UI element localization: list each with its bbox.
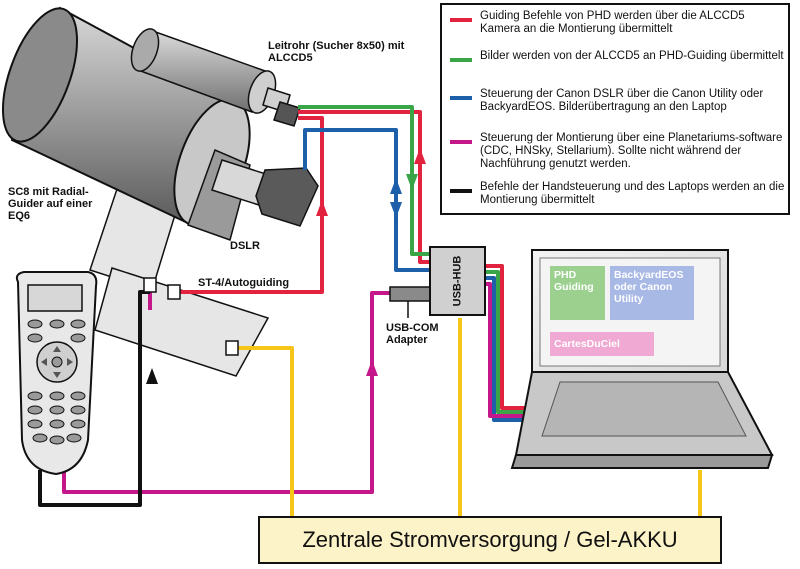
- legend-text-black: Befehle der Handsteuerung und des Laptop…: [480, 181, 785, 206]
- usb-com-label: USB-COM Adapter: [386, 322, 439, 346]
- mount-ports: [143, 277, 239, 356]
- red-arrow-icon: [414, 148, 426, 164]
- legend-swatch-blue: [450, 96, 472, 100]
- legend: Guiding Befehle von PHD werden über die …: [440, 3, 790, 215]
- guide-scope-label: Leitrohr (Sucher 8x50) mit ALCCD5: [268, 40, 405, 64]
- telescope-label: SC8 mit Radial-Guider auf einer EQ6: [8, 186, 93, 222]
- usb-hub: USB-HUB: [430, 247, 485, 315]
- legend-text-blue: Steuerung der Canon DSLR über die Canon …: [480, 88, 764, 113]
- st4-label: ST-4/Autoguiding: [198, 277, 290, 289]
- legend-swatch-magenta: [450, 140, 472, 144]
- green-arrow-icon: [406, 174, 418, 190]
- legend-swatch-black: [450, 189, 472, 193]
- hand-controller: [15, 271, 98, 476]
- usb-hub-box: [429, 246, 486, 316]
- app-backyard-eos: BackyardEOS oder Canon Utility: [610, 266, 694, 320]
- legend-text-red: Guiding Befehle von PHD werden über die …: [480, 10, 745, 35]
- usb-hub-label: USB-HUB: [451, 255, 464, 307]
- app-cartes-du-ciel: CartesDuCiel: [550, 332, 654, 356]
- dslr-camera: [211, 159, 319, 227]
- app-phd-guiding: PHD Guiding: [550, 266, 605, 320]
- magenta-arrow-icon: [366, 360, 378, 376]
- blue-arrow-down-icon: [390, 202, 402, 218]
- black-arrow-icon: [146, 368, 158, 384]
- legend-swatch-green: [450, 58, 472, 62]
- legend-swatch-red: [450, 18, 472, 22]
- power-supply-box: Zentrale Stromversorgung / Gel-AKKU: [258, 516, 722, 564]
- usb-com-adapter: [389, 286, 433, 302]
- red-arrow-down-icon: [316, 200, 328, 216]
- legend-text-magenta: Steuerung der Montierung über eine Plane…: [480, 132, 783, 170]
- legend-text-green: Bilder werden von der ALCCD5 an PHD-Guid…: [480, 50, 784, 62]
- guide-scope: [130, 28, 301, 127]
- dslr-label: DSLR: [230, 240, 260, 252]
- direction-arrows: [146, 148, 426, 384]
- cable-lines: [38, 105, 702, 516]
- blue-arrow-up-icon: [390, 178, 402, 194]
- power-supply-label: Zentrale Stromversorgung / Gel-AKKU: [302, 527, 678, 552]
